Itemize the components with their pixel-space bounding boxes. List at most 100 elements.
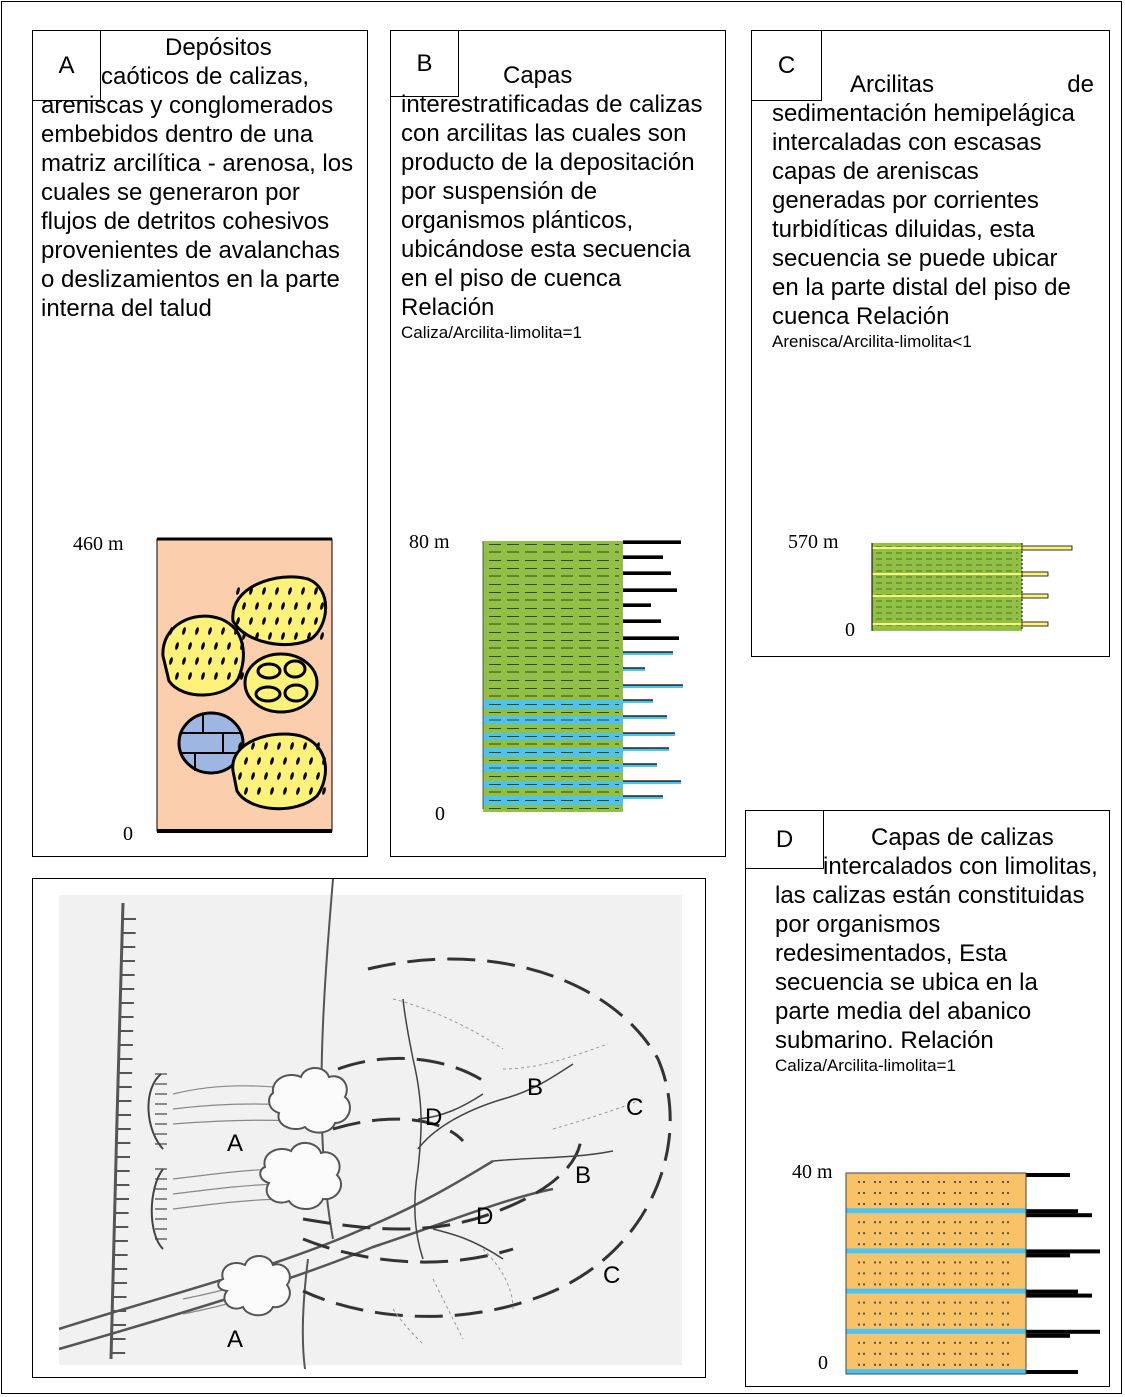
sand-grain — [863, 1341, 865, 1344]
sand-grain — [922, 1192, 924, 1194]
sand-grain — [986, 1283, 988, 1286]
sand-grain — [943, 1221, 945, 1224]
sand-grain — [895, 1181, 897, 1183]
panel-c-description: Arcilitas de sedimentación hemipelágica … — [772, 70, 1094, 353]
sand-grain — [922, 1203, 924, 1205]
sand-grain — [890, 1323, 892, 1326]
map-label-d-upper: D — [425, 1104, 442, 1131]
sand-grain — [954, 1243, 956, 1246]
sand-grain — [895, 1341, 897, 1344]
sand-grain — [922, 1221, 924, 1224]
sand-grain — [959, 1203, 961, 1205]
sand-grain — [986, 1261, 988, 1264]
sand-grain — [906, 1192, 908, 1194]
sand-grain — [911, 1181, 913, 1183]
sand-grain — [927, 1221, 929, 1224]
sand-grain — [975, 1363, 977, 1366]
sand-grain — [927, 1341, 929, 1344]
map-label-a-lower: A — [227, 1326, 243, 1353]
sand-grain — [1007, 1363, 1009, 1366]
sand-grain — [890, 1341, 892, 1344]
sand-grain — [954, 1261, 956, 1264]
sand-grain — [959, 1352, 961, 1355]
sand-grain — [890, 1312, 892, 1315]
sand-grain — [954, 1221, 956, 1224]
sand-grain — [906, 1272, 908, 1275]
sand-grain — [1002, 1323, 1004, 1326]
sand-grain — [895, 1232, 897, 1235]
sand-grain — [991, 1352, 993, 1355]
sand-grain — [938, 1352, 940, 1355]
sand-grain — [975, 1323, 977, 1326]
sand-grain — [970, 1243, 972, 1246]
sand-grain — [954, 1232, 956, 1235]
sand-grain — [959, 1283, 961, 1286]
sand-grain — [986, 1341, 988, 1344]
panel-d-column — [845, 1172, 1100, 1375]
sand-grain — [970, 1301, 972, 1304]
sand-grain — [970, 1352, 972, 1355]
sand-grain — [991, 1221, 993, 1224]
bed-profile — [623, 733, 675, 736]
sand-grain — [970, 1192, 972, 1194]
sand-grain — [890, 1192, 892, 1194]
sand-grain — [1002, 1363, 1004, 1366]
sand-grain — [927, 1312, 929, 1315]
sand-grain — [975, 1352, 977, 1355]
sand-grain — [927, 1363, 929, 1366]
panel-b-column — [482, 540, 683, 812]
sandstone-clast-icon — [161, 614, 245, 697]
sand-grain — [1007, 1261, 1009, 1264]
sand-grain — [943, 1232, 945, 1235]
sand-grain — [991, 1341, 993, 1344]
sand-grain — [959, 1312, 961, 1315]
sand-grain — [863, 1323, 865, 1326]
sand-grain — [874, 1221, 876, 1224]
sand-grain — [879, 1312, 881, 1315]
sand-grain — [879, 1341, 881, 1344]
map-label-c-upper: C — [626, 1094, 643, 1121]
sand-grain — [1007, 1312, 1009, 1315]
bed-profile — [1026, 1213, 1092, 1218]
sand-grain — [879, 1181, 881, 1183]
sand-grain — [1002, 1181, 1004, 1183]
sand-grain — [927, 1352, 929, 1355]
bed-profile — [623, 764, 657, 767]
sand-grain — [1002, 1341, 1004, 1344]
sand-grain — [895, 1243, 897, 1246]
sand-grain — [970, 1232, 972, 1235]
sandstone-bed — [872, 547, 1022, 549]
sand-grain — [863, 1221, 865, 1224]
sand-grain — [943, 1181, 945, 1183]
column-body — [846, 1173, 1026, 1374]
panel-c-bottom-label: 0 — [845, 619, 855, 641]
sand-grain — [927, 1232, 929, 1235]
sand-grain — [911, 1221, 913, 1224]
sand-grain — [1007, 1272, 1009, 1275]
sand-grain — [895, 1192, 897, 1194]
sand-grain — [906, 1323, 908, 1326]
sand-grain — [991, 1243, 993, 1246]
bed-profile — [1026, 1333, 1070, 1338]
panel-d-text-first: Capas de calizas — [871, 824, 1054, 851]
panel-d-top-label: 40 m — [792, 1161, 833, 1183]
sand-grain — [906, 1301, 908, 1304]
sand-grain — [858, 1243, 860, 1246]
sand-grain — [922, 1261, 924, 1264]
sand-grain — [943, 1243, 945, 1246]
sand-grain — [975, 1312, 977, 1315]
sand-grain — [895, 1261, 897, 1264]
sand-grain — [943, 1261, 945, 1264]
sand-grain — [938, 1221, 940, 1224]
sand-grain — [858, 1301, 860, 1304]
sand-grain — [895, 1221, 897, 1224]
sand-grain — [863, 1232, 865, 1235]
sand-grain — [911, 1283, 913, 1286]
sand-grain — [1002, 1312, 1004, 1315]
sand-grain — [938, 1203, 940, 1205]
sand-grain — [911, 1323, 913, 1326]
sand-grain — [906, 1363, 908, 1366]
sand-grain — [970, 1283, 972, 1286]
sand-grain — [943, 1283, 945, 1286]
bed-profile — [1026, 1173, 1070, 1177]
